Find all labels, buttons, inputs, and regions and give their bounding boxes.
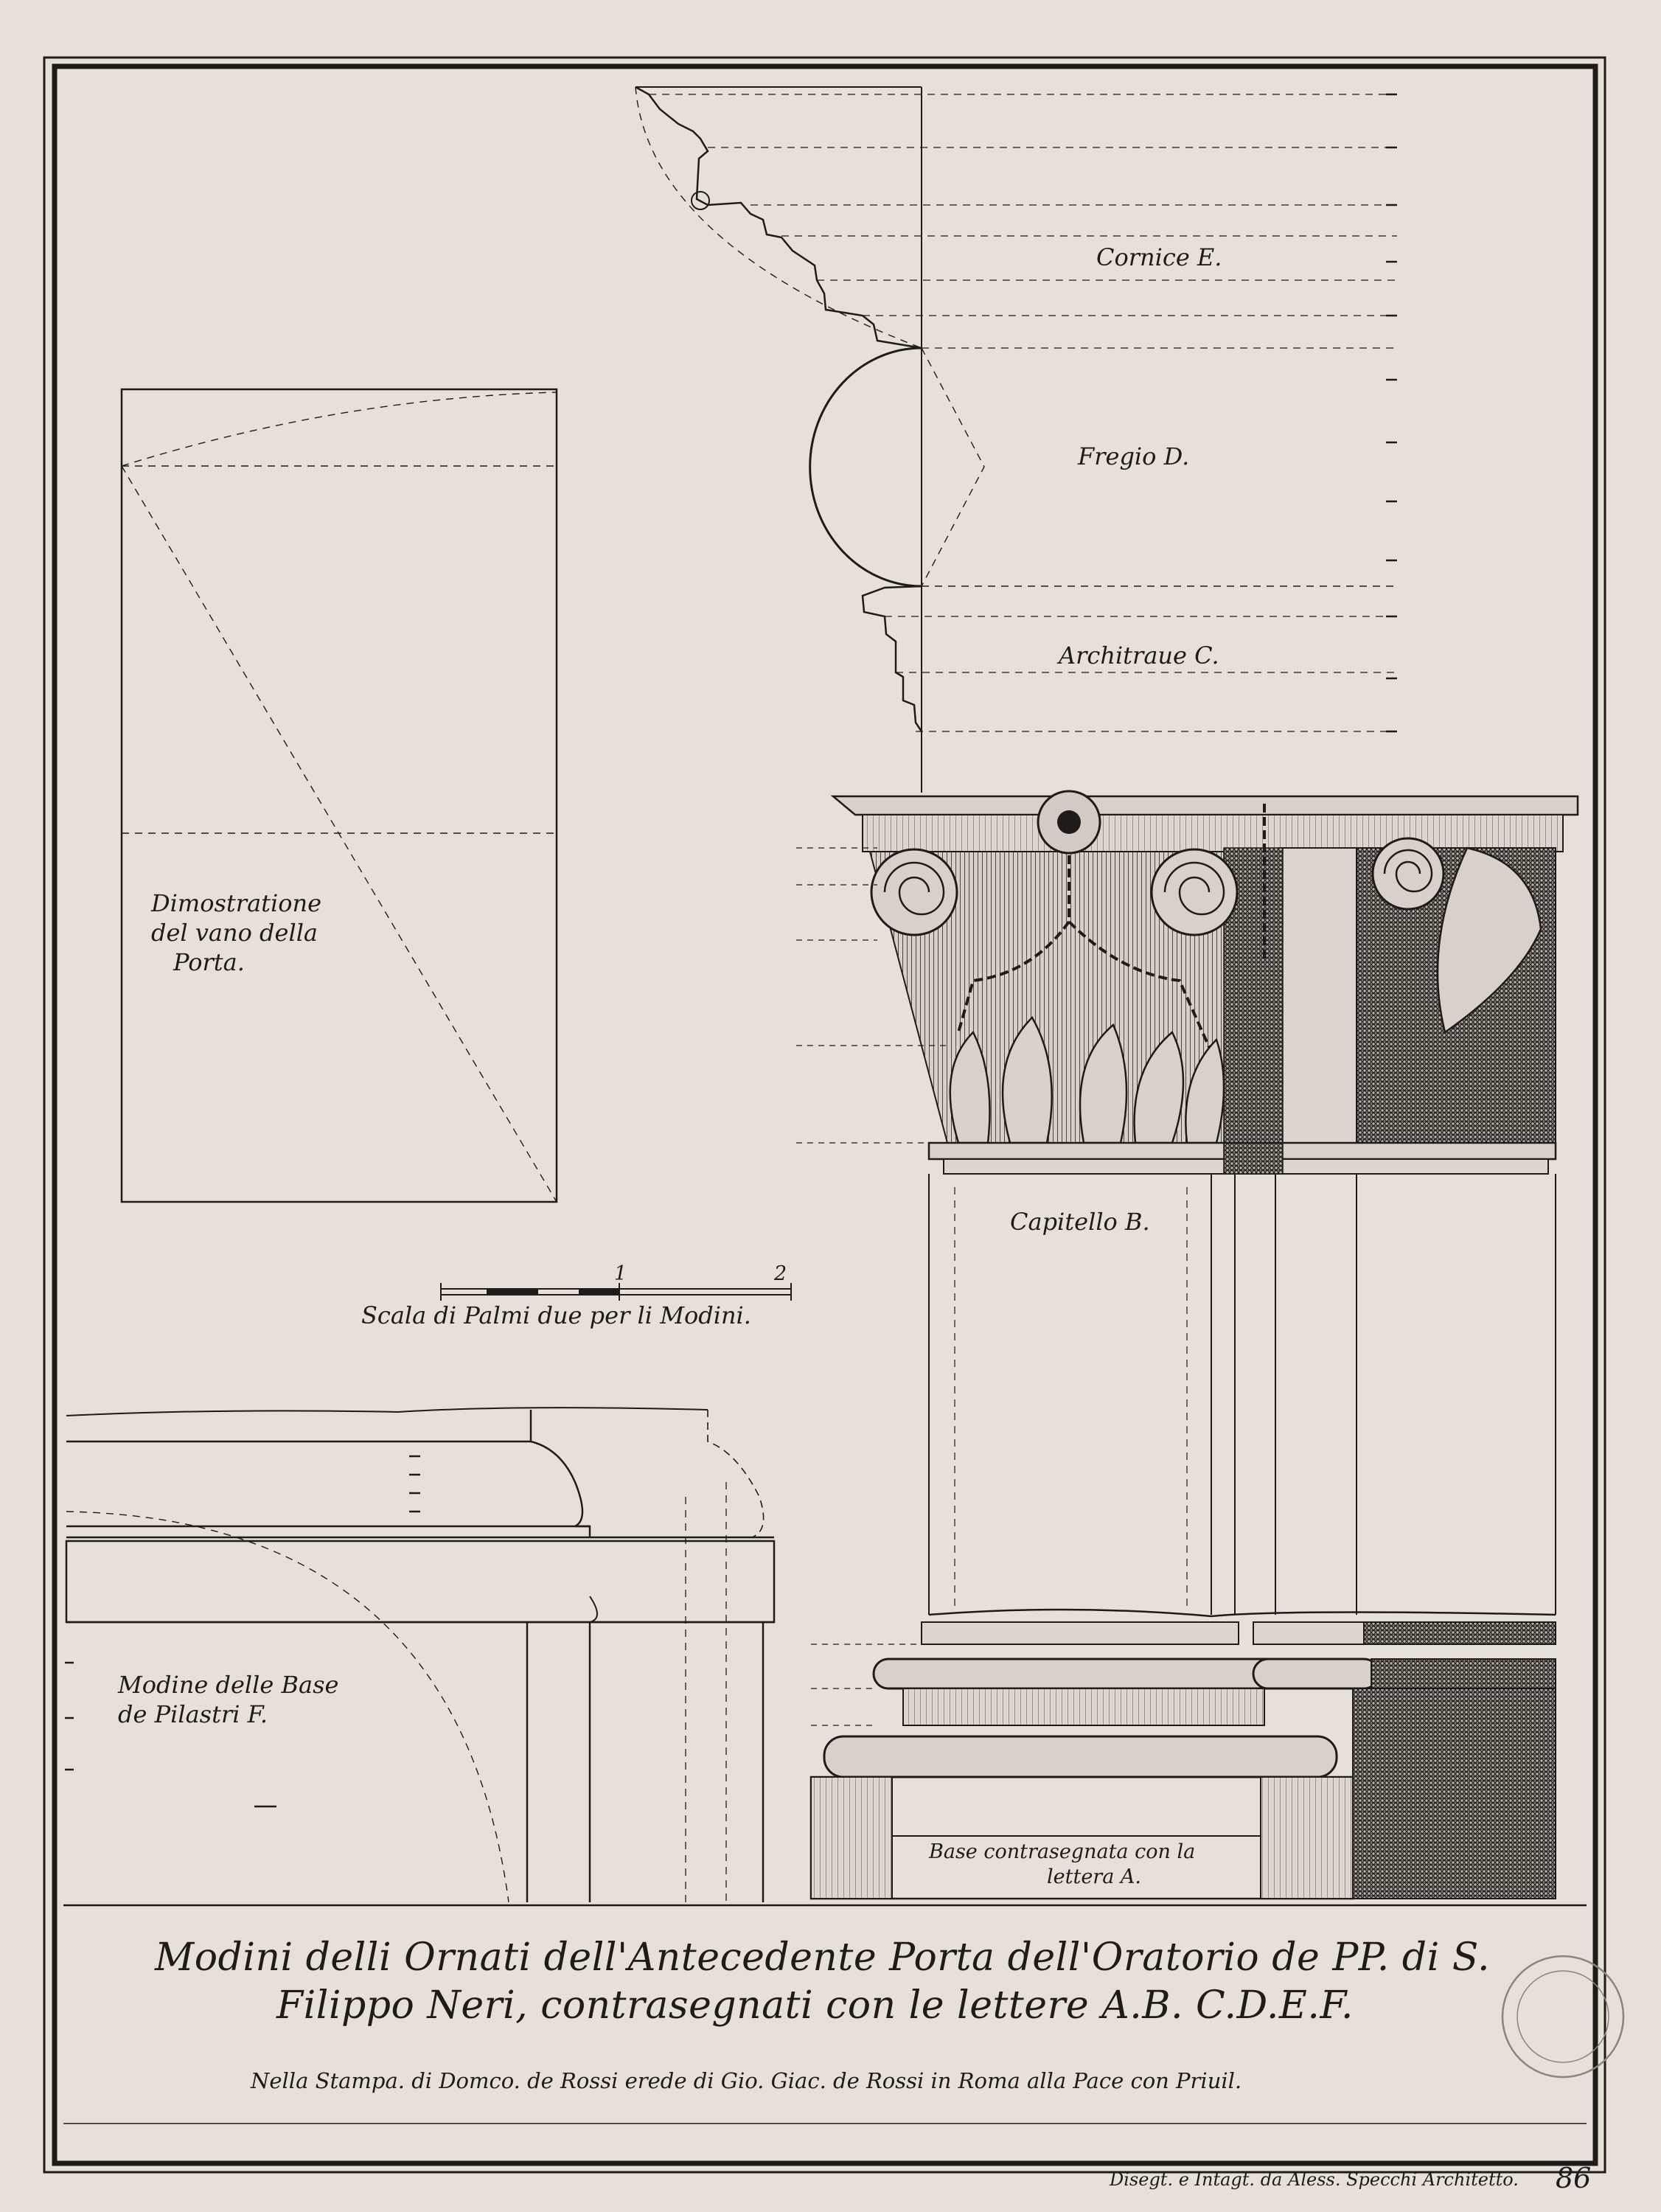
pilaster-base-caption-line: de Pilastri F. xyxy=(118,1700,268,1728)
pilaster-base-ticks xyxy=(65,1455,420,1808)
engraver-signature: Disegt. e Intagt. da Aless. Specchi Arch… xyxy=(1110,2169,1519,2190)
right-scale-ticks xyxy=(1386,93,1397,733)
architraue-profile xyxy=(861,585,1397,732)
cornice-label: Cornice E. xyxy=(1096,243,1222,271)
capital-drawing xyxy=(830,790,1579,1175)
door-diagram-caption-line: Porta. xyxy=(173,948,245,976)
plate-title-line-2: Filippo Neri, contrasegnati con le lette… xyxy=(276,1983,1354,2028)
collector-stamp-icon xyxy=(1501,1955,1625,2079)
base-dimension-ticks xyxy=(811,1644,922,1726)
scale-tick-label: 1 xyxy=(614,1262,627,1285)
door-diagram-caption-line: Dimostratione xyxy=(151,889,322,917)
architraue-label: Architraue C. xyxy=(1059,641,1219,669)
door-diagram-caption: Dimostratione del vano della Porta. xyxy=(151,888,321,977)
cornice-profile xyxy=(635,86,922,793)
fregio-profile xyxy=(809,347,1397,588)
scale-caption: Scala di Palmi due per li Modini. xyxy=(361,1301,751,1329)
publisher-imprint: Nella Stampa. di Domco. de Rossi erede d… xyxy=(251,2068,1242,2093)
scale-bar xyxy=(440,1283,792,1301)
base-caption-line: lettera A. xyxy=(1047,1865,1141,1888)
door-diagram-caption-line: del vano della xyxy=(151,919,318,947)
pilaster-base-profile xyxy=(65,1407,776,1903)
pilaster-base-caption: Modine delle Base de Pilastri F. xyxy=(118,1670,338,1729)
base-caption: Base contrasegnata con la lettera A. xyxy=(929,1840,1195,1890)
column-base xyxy=(809,1621,1556,1900)
plate-title-line-1: Modini delli Ornati dell'Antecedente Por… xyxy=(155,1935,1491,1980)
plate-border xyxy=(43,56,1606,2174)
capital-dimension-ticks xyxy=(796,847,951,1144)
cornice-dimension-lines xyxy=(649,94,1397,349)
base-caption-line: Base contrasegnata con la xyxy=(929,1840,1196,1863)
plate-number: 86 xyxy=(1556,2162,1592,2194)
fregio-label: Fregio D. xyxy=(1078,442,1190,470)
column-shaft xyxy=(928,1174,1556,1618)
pilaster-base-caption-line: Modine delle Base xyxy=(118,1671,339,1699)
capitello-label: Capitello B. xyxy=(1010,1208,1150,1236)
scale-tick-label: 2 xyxy=(774,1262,787,1285)
door-opening-diagram xyxy=(120,388,558,1203)
